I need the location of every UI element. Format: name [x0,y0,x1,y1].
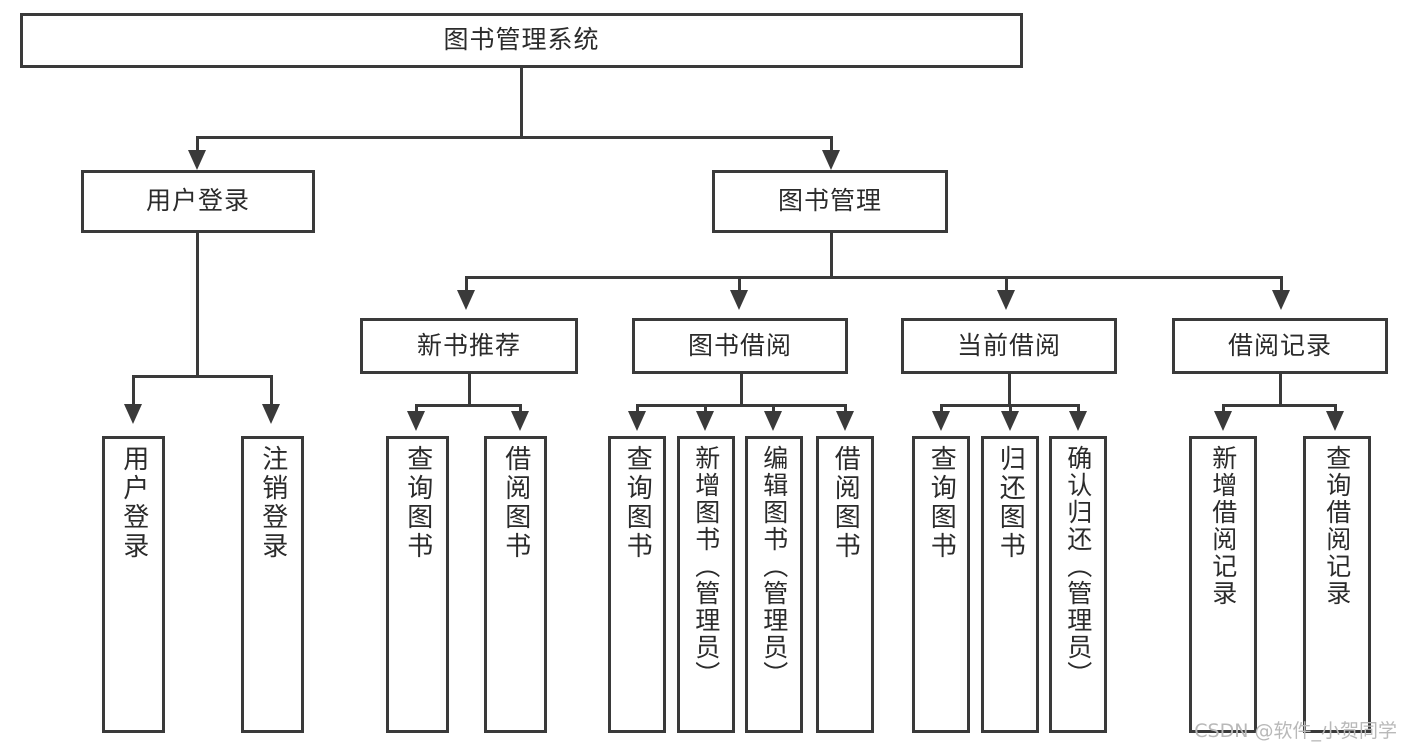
leaf-cb-query-book[interactable]: 查询图书 [912,436,970,733]
node-book-borrow[interactable]: 图书借阅 [632,318,848,374]
arrow-to-cb-leaf-2 [1001,411,1019,431]
connector-nbr-bus [415,404,522,407]
node-user-login[interactable]: 用户登录 [81,170,315,233]
connector-bm-drop-1 [465,276,468,292]
connector-cb-drop-3 [1077,404,1080,412]
node-label: 用户登录 [118,445,149,561]
connector-cb-drop-2 [1009,404,1012,412]
connector-nbr-stem [468,374,471,406]
leaf-cb-return-book[interactable]: 归还图书 [981,436,1039,733]
node-label: 图书管理系统 [443,25,600,55]
connector-root-bus [196,136,833,139]
connector-user-login-drop-2 [270,375,273,405]
watermark: CSDN @软件_小贺同学 [1194,720,1397,742]
node-borrow-record[interactable]: 借阅记录 [1172,318,1388,374]
node-label: 用户登录 [145,186,250,216]
connector-root-stem [520,68,523,138]
node-label: 新书推荐 [416,330,521,360]
connector-book-management-bus [465,276,1283,279]
node-new-book-recommend[interactable]: 新书推荐 [360,318,578,374]
arrow-to-bb-leaf-1 [628,411,646,431]
connector-root-drop-2 [830,136,833,152]
arrow-to-new-book-recommend [457,290,475,310]
arrow-to-cb-leaf-1 [932,411,950,431]
leaf-bb-edit-book-admin[interactable]: 编辑图书（管理员） [745,436,803,733]
connector-bb-drop-2 [704,404,707,412]
connector-nbr-drop-2 [519,404,522,412]
node-book-management[interactable]: 图书管理 [712,170,948,233]
node-label: 图书借阅 [687,330,792,360]
arrow-to-nbr-leaf-1 [407,411,425,431]
connector-bm-drop-2 [738,276,741,292]
connector-bb-stem [740,374,743,406]
connector-book-management-stem [830,233,833,278]
arrow-to-bb-leaf-2 [696,411,714,431]
node-label: 当前借阅 [956,330,1061,360]
connector-user-login-drop-1 [132,375,135,405]
arrow-to-leaf-user-login [124,404,142,424]
connector-nbr-drop-1 [415,404,418,412]
leaf-bb-add-book-admin[interactable]: 新增图书（管理员） [677,436,735,733]
node-current-borrow[interactable]: 当前借阅 [901,318,1117,374]
connector-bb-drop-1 [636,404,639,412]
arrow-to-cb-leaf-3 [1069,411,1087,431]
arrow-to-leaf-logout [262,404,280,424]
leaf-nbr-query-book[interactable]: 查询图书 [386,436,449,733]
arrow-to-borrow-record [1272,290,1290,310]
node-label: 借阅记录 [1227,330,1332,360]
arrow-to-book-management [822,150,840,170]
leaf-br-query-record[interactable]: 查询借阅记录 [1303,436,1371,733]
connector-bb-drop-3 [772,404,775,412]
leaf-bb-borrow-book[interactable]: 借阅图书 [816,436,874,733]
leaf-logout[interactable]: 注销登录 [241,436,304,733]
connector-user-login-bus [132,375,273,378]
node-label: 新增借阅记录 [1208,445,1238,607]
leaf-bb-query-book[interactable]: 查询图书 [608,436,666,733]
node-label: 新增图书（管理员） [691,445,721,688]
leaf-nbr-borrow-book[interactable]: 借阅图书 [484,436,547,733]
node-label: 注销登录 [257,445,288,561]
connector-br-drop-1 [1222,404,1225,412]
node-root-book-management-system[interactable]: 图书管理系统 [20,13,1023,68]
node-label: 图书管理 [777,186,882,216]
connector-bb-drop-4 [844,404,847,412]
arrow-to-nbr-leaf-2 [511,411,529,431]
node-label: 借阅图书 [500,445,531,561]
arrow-to-book-borrow [730,290,748,310]
connector-bm-drop-4 [1280,276,1283,292]
connector-user-login-stem [196,233,199,378]
node-label: 确认归还（管理员） [1063,445,1093,688]
arrow-to-bb-leaf-4 [836,411,854,431]
connector-cb-drop-1 [940,404,943,412]
connector-root-drop-1 [196,136,199,152]
arrow-to-bb-leaf-3 [764,411,782,431]
connector-bb-bus [636,404,847,407]
arrow-to-user-login [188,150,206,170]
arrow-to-br-leaf-1 [1214,411,1232,431]
connector-br-bus [1222,404,1337,407]
connector-cb-stem [1008,374,1011,406]
node-label: 查询图书 [926,445,957,561]
leaf-br-add-record[interactable]: 新增借阅记录 [1189,436,1257,733]
node-label: 查询图书 [622,445,653,561]
connector-br-drop-2 [1334,404,1337,412]
node-label: 查询借阅记录 [1322,445,1352,607]
connector-br-stem [1279,374,1282,406]
leaf-user-login[interactable]: 用户登录 [102,436,165,733]
node-label: 查询图书 [402,445,433,561]
node-label: 编辑图书（管理员） [759,445,789,688]
connector-bm-drop-3 [1005,276,1008,292]
leaf-cb-confirm-return-admin[interactable]: 确认归还（管理员） [1049,436,1107,733]
arrow-to-br-leaf-2 [1326,411,1344,431]
node-label: 归还图书 [995,445,1026,561]
arrow-to-current-borrow [997,290,1015,310]
node-label: 借阅图书 [830,445,861,561]
